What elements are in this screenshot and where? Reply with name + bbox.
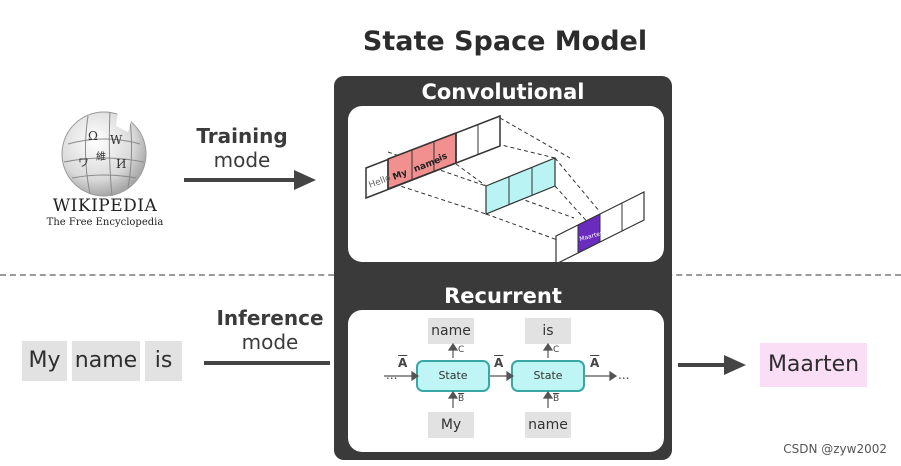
- svg-text:Ω: Ω: [88, 129, 98, 143]
- training-label: Training: [196, 124, 288, 148]
- training-arrow: [184, 170, 316, 190]
- matrix-c-label-1: C: [553, 345, 560, 355]
- matrix-b-label-1: B: [553, 394, 560, 404]
- output-token-strip: Maarten: [555, 191, 645, 262]
- input-token-1: name: [72, 341, 140, 381]
- diagram-title: State Space Model: [362, 26, 648, 57]
- svg-text:И: И: [116, 157, 126, 171]
- inference-mode-label: Inference mode: [210, 306, 330, 354]
- convolution-illustration: Hello My name is Maarten: [365, 114, 645, 262]
- recurrent-header: Recurrent: [444, 284, 562, 308]
- wikipedia-tagline: The Free Encyclopedia: [46, 217, 164, 228]
- recurrent-output-0: name: [428, 318, 474, 344]
- svg-text:ワ: ワ: [78, 156, 89, 169]
- wikipedia-wordmark: WIKIPEDIA: [52, 196, 158, 216]
- matrix-b-label-0: B: [458, 394, 465, 404]
- output-token: Maarten: [760, 343, 867, 387]
- inference-mode-sub: mode: [241, 330, 299, 354]
- training-mode-sub: mode: [213, 148, 271, 172]
- input-token-strip: Hello My name is: [365, 114, 501, 200]
- recurrent-input-0: My: [428, 412, 474, 438]
- training-mode-label: Training mode: [186, 124, 298, 172]
- inference-line: [204, 361, 330, 365]
- svg-text:W: W: [110, 133, 123, 147]
- state-box-0: State: [416, 360, 490, 392]
- matrix-a-label-2: A: [590, 356, 600, 370]
- watermark: CSDN @zyw2002: [783, 442, 887, 456]
- ellipsis-right: ...: [618, 368, 630, 382]
- output-arrow: [678, 355, 746, 375]
- recurrent-connectors: [384, 342, 618, 408]
- matrix-c-label-0: C: [458, 345, 465, 355]
- input-token-2: is: [145, 341, 182, 381]
- inference-label: Inference: [216, 306, 324, 330]
- input-token-0: My: [22, 341, 67, 381]
- ellipsis-left: ...: [386, 368, 398, 382]
- svg-text:維: 維: [96, 150, 106, 163]
- convolutional-header: Convolutional: [421, 80, 585, 104]
- recurrent-output-1: is: [525, 318, 571, 344]
- conv-token-3: is: [437, 151, 448, 163]
- recurrent-card: name is My name State State ... ... A A …: [348, 310, 664, 452]
- matrix-a-label-0: A: [398, 356, 408, 370]
- convolutional-card: Hello My name is Maarten: [348, 106, 664, 262]
- matrix-a-label-1: A: [494, 356, 504, 370]
- kernel-strip: [485, 157, 556, 215]
- wikipedia-globe-icon: Ω W ワ И 維: [58, 108, 150, 204]
- recurrent-input-1: name: [525, 412, 571, 438]
